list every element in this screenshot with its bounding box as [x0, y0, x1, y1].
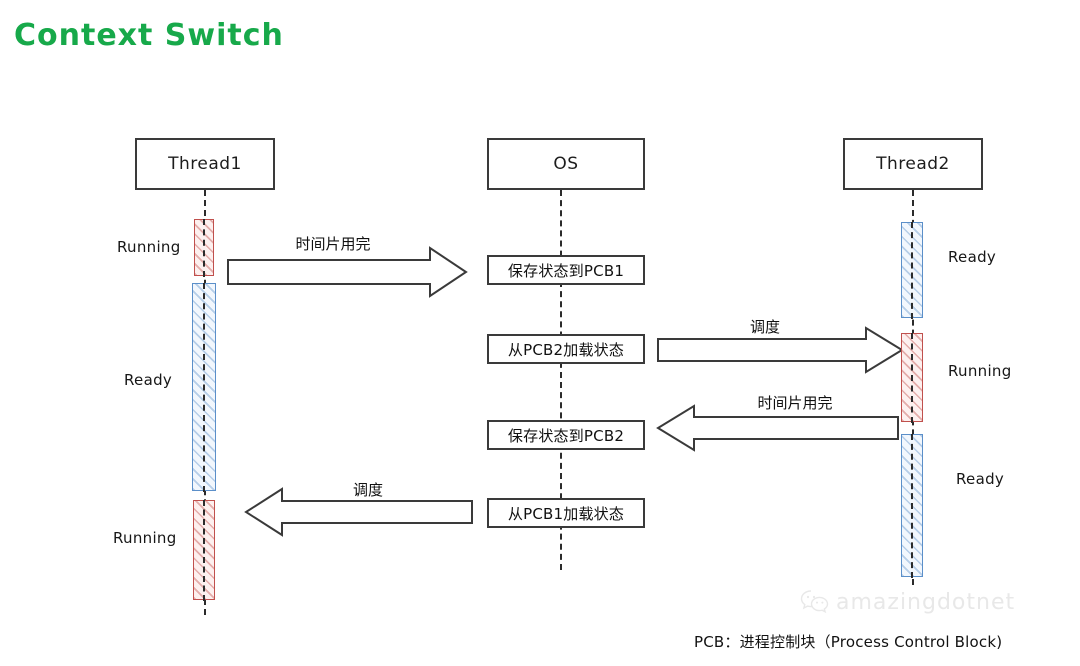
thread2-bar-ready-2	[901, 433, 923, 578]
arrow-schedule-os-to-t1	[244, 487, 473, 537]
os-step-save-pcb1: 保存状态到PCB1	[487, 255, 645, 285]
arrow-schedule-os-to-t1-label: 调度	[352, 481, 383, 499]
thread2-state-label-running: Running	[948, 362, 1012, 380]
arrow-timeslice-2to-os	[656, 404, 899, 452]
lane-header-thread1: Thread1	[135, 138, 275, 190]
lane-header-thread2-label: Thread2	[876, 154, 950, 174]
thread1-bar-running-1	[194, 218, 214, 277]
thread1-bar-ready	[192, 282, 216, 492]
thread2-state-label-ready-2: Ready	[956, 470, 1005, 488]
os-step-load-pcb2: 从PCB2加载状态	[487, 334, 645, 364]
arrow-schedule-os-to-t2	[657, 326, 904, 374]
thread2-bar-ready-1	[901, 221, 923, 319]
footer-pcb-note: PCB：进程控制块（Process Control Block)	[694, 633, 1003, 651]
page-title: Context Switch	[14, 18, 284, 53]
lifeline-os	[560, 190, 562, 570]
lane-header-os-label: OS	[553, 154, 579, 174]
thread2-state-label-ready-1: Ready	[948, 248, 997, 266]
os-step-load-pcb1-label: 从PCB1加载状态	[507, 504, 625, 523]
arrow-schedule-os-to-t2-label: 调度	[749, 318, 780, 336]
lane-header-thread1-label: Thread1	[168, 154, 242, 174]
thread1-state-label-ready: Ready	[124, 371, 173, 389]
os-step-save-pcb1-label: 保存状态到PCB1	[507, 261, 625, 280]
thread1-bar-running-2	[193, 499, 215, 601]
watermark-text: amazingdotnet	[836, 589, 1016, 615]
wechat-icon	[800, 589, 830, 615]
os-step-save-pcb2: 保存状态到PCB2	[487, 420, 645, 450]
os-step-load-pcb1: 从PCB1加载状态	[487, 498, 645, 528]
lane-header-thread2: Thread2	[843, 138, 983, 190]
thread1-state-label-running-1: Running	[117, 238, 181, 256]
thread1-state-label-running-2: Running	[113, 529, 177, 547]
lane-header-os: OS	[487, 138, 645, 190]
arrow-timeslice-2to-os-label: 时间片用完	[757, 394, 833, 412]
watermark: amazingdotnet	[800, 589, 1015, 615]
os-step-save-pcb2-label: 保存状态到PCB2	[507, 426, 625, 445]
os-step-load-pcb2-label: 从PCB2加载状态	[507, 340, 625, 359]
arrow-timeslice-1to-os-label: 时间片用完	[295, 235, 371, 253]
arrow-timeslice-1to-os	[227, 246, 468, 298]
thread2-bar-running	[901, 332, 923, 423]
